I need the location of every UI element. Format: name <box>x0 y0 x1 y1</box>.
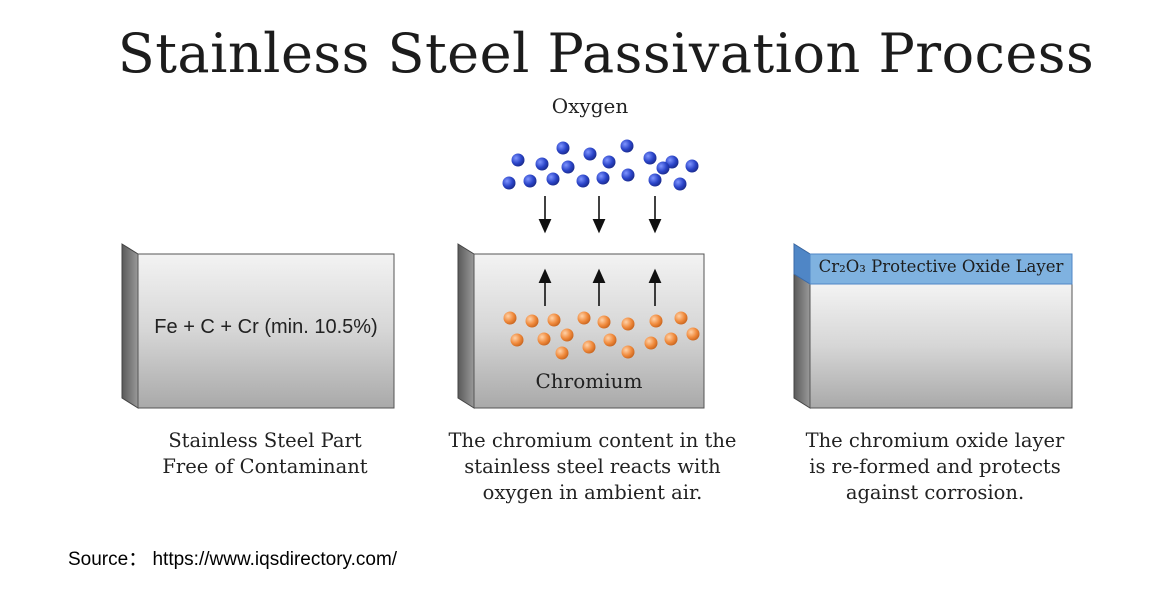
chromium-atom <box>548 314 561 327</box>
oxygen-molecules <box>503 140 699 191</box>
chromium-atom <box>598 316 611 329</box>
chromium-atom <box>578 312 591 325</box>
oxygen-molecule <box>562 161 575 174</box>
oxygen-molecule <box>536 158 549 171</box>
oxygen-molecule <box>657 162 670 175</box>
oxygen-molecule <box>557 142 570 155</box>
chromium-atom <box>675 312 688 325</box>
oxygen-molecule <box>597 172 610 185</box>
caption-line: oxygen in ambient air. <box>415 480 770 506</box>
oxygen-molecule <box>674 178 687 191</box>
chromium-atom <box>526 315 539 328</box>
oxygen-molecule <box>622 169 635 182</box>
oxygen-molecule <box>584 148 597 161</box>
oxygen-molecule <box>603 156 616 169</box>
chromium-atom <box>561 329 574 342</box>
caption-panel-2: The chromium content in the stainless st… <box>415 428 770 506</box>
chromium-atom <box>687 328 700 341</box>
oxygen-molecule <box>686 160 699 173</box>
caption-line: The chromium oxide layer <box>770 428 1100 454</box>
oxide-layer-label: Cr₂O₃ Protective Oxide Layer <box>810 257 1072 276</box>
chromium-atom <box>511 334 524 347</box>
caption-line: stainless steel reacts with <box>415 454 770 480</box>
caption-line: The chromium content in the <box>415 428 770 454</box>
caption-line: Free of Contaminant <box>120 454 410 480</box>
chromium-atom <box>538 333 551 346</box>
caption-panel-1: Stainless Steel Part Free of Contaminant <box>120 428 410 480</box>
chromium-atom <box>504 312 517 325</box>
chromium-atom <box>665 333 678 346</box>
oxygen-molecule <box>621 140 634 153</box>
source-citation: Source： https://www.iqsdirectory.com/ <box>68 544 397 571</box>
chromium-label: Chromium <box>474 369 704 393</box>
caption-line: is re-formed and protects <box>770 454 1100 480</box>
oxygen-molecule <box>547 173 560 186</box>
steel-formula: Fe + C + Cr (min. 10.5%) <box>138 316 394 339</box>
oxygen-molecule <box>512 154 525 167</box>
chromium-atom <box>645 337 658 350</box>
chromium-atom <box>604 334 617 347</box>
caption-line: against corrosion. <box>770 480 1100 506</box>
down-arrows <box>545 196 655 227</box>
caption-panel-3: The chromium oxide layer is re-formed an… <box>770 428 1100 506</box>
oxygen-molecule <box>503 177 516 190</box>
oxygen-molecule <box>649 174 662 187</box>
chromium-atom <box>556 347 569 360</box>
chromium-atom <box>622 318 635 331</box>
chromium-atom <box>583 341 596 354</box>
caption-line: Stainless Steel Part <box>120 428 410 454</box>
chromium-atom <box>650 315 663 328</box>
oxygen-molecule <box>577 175 590 188</box>
oxygen-molecule <box>644 152 657 165</box>
oxygen-molecule <box>524 175 537 188</box>
chromium-atom <box>622 346 635 359</box>
